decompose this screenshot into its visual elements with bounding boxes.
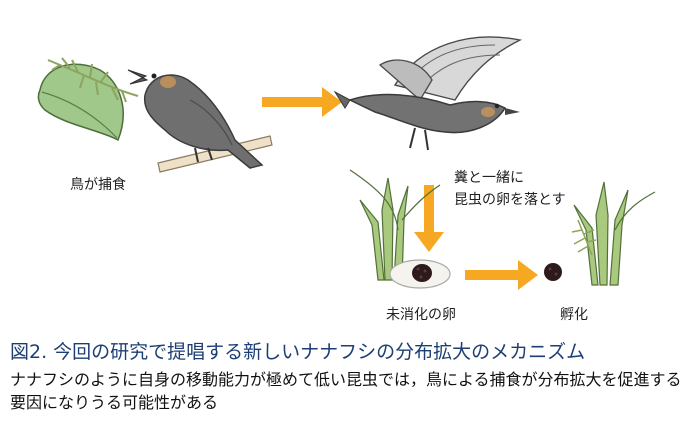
drop-label-line1: 糞と一緒に (454, 170, 524, 186)
arrow-icon (414, 185, 444, 252)
flying-bird-icon (333, 36, 523, 151)
drop-label-line2: 昆虫の卵を落とす (454, 192, 566, 208)
arrow-icon (262, 87, 342, 117)
figure-description: ナナフシのように自身の移動能力が極めて低い昆虫では，鳥による捕食が分布拡大を促進… (10, 370, 682, 412)
perched-bird-icon (127, 69, 264, 169)
grass-icon (349, 169, 441, 281)
figure-title: 図2. 今回の研究で提唱する新しいナナフシの分布拡大のメカニズム (10, 341, 586, 363)
hatchling-icon (571, 219, 597, 256)
undigested-egg-label: 未消化の卵 (386, 307, 456, 323)
leaf-icon (37, 63, 124, 142)
egg-icon (389, 259, 451, 289)
arrow-icon (465, 260, 538, 290)
egg-icon (544, 263, 562, 281)
predation-label: 鳥が捕食 (70, 177, 126, 193)
stick-insect-icon (47, 57, 139, 103)
hatch-label: 孵化 (560, 307, 588, 323)
grass-icon (573, 181, 656, 286)
